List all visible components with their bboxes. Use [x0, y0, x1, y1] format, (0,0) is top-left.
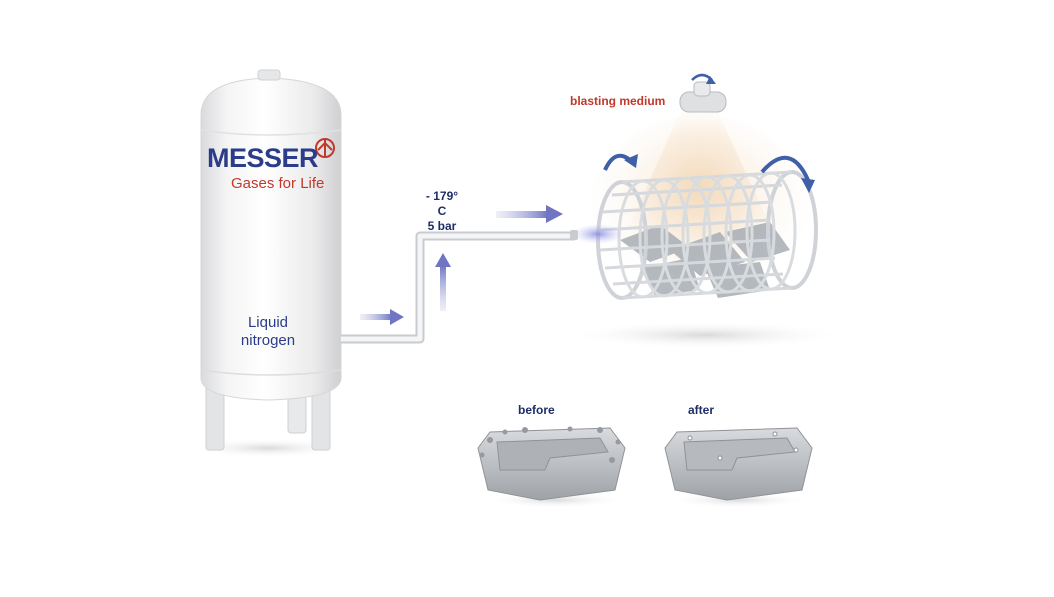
blasting-nozzle-icon: [679, 73, 727, 113]
nitrogen-tank: [188, 69, 348, 458]
flow-conditions: - 179° C 5 bar: [420, 189, 464, 234]
pressure-label: 5 bar: [427, 219, 457, 233]
flow-arrow-drum-icon: [496, 205, 563, 223]
flow-arrow-right-icon: [360, 309, 404, 325]
after-label: after: [688, 403, 715, 417]
nitrogen-nozzle-glow: [570, 224, 624, 244]
nitrogen-pipe: [341, 231, 575, 344]
brand-tagline: Gases for Life: [231, 175, 325, 192]
tank-label: Liquid nitrogen: [232, 314, 304, 350]
temperature-label: - 179° C: [425, 189, 459, 218]
before-label: before: [518, 403, 555, 417]
brand-name: MESSER: [207, 143, 319, 173]
messer-logo-icon: [315, 138, 335, 158]
rotating-drum: [596, 170, 818, 300]
flow-arrow-up-icon: [435, 253, 451, 311]
blasting-medium-label: blasting medium: [570, 94, 666, 108]
rotation-arrow-right-icon: [760, 155, 815, 193]
tank-label-line2: nitrogen: [240, 332, 296, 349]
part-after: [664, 427, 813, 508]
tank-label-line1: Liquid: [247, 314, 289, 331]
part-before: [477, 426, 626, 508]
rotation-arrow-left-icon: [603, 153, 638, 171]
